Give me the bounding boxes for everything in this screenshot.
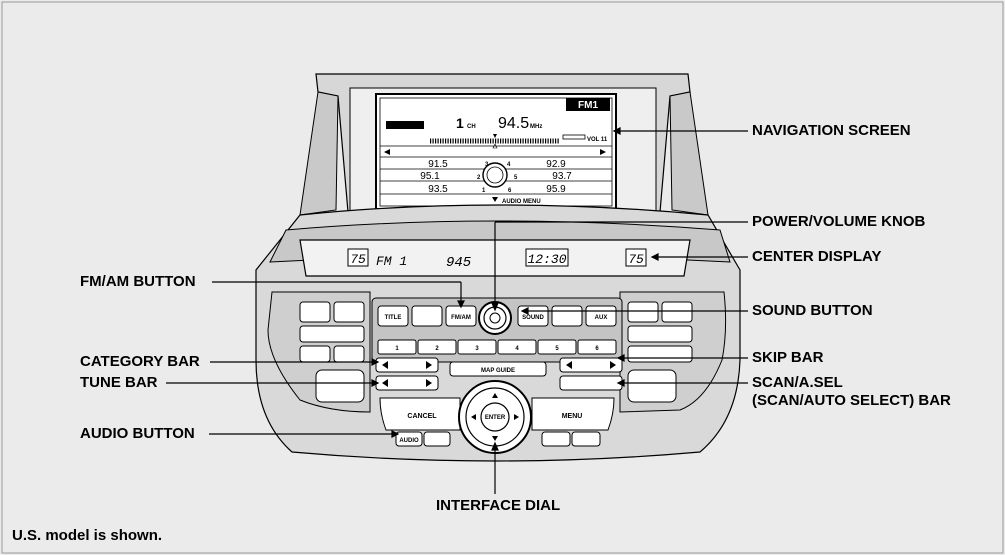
disc-button[interactable] bbox=[411, 305, 443, 327]
sound-button-label: SOUND bbox=[522, 315, 544, 321]
scan-asel-bar[interactable] bbox=[559, 375, 623, 391]
preset-button-4[interactable] bbox=[497, 339, 537, 355]
right-climate-button-3[interactable] bbox=[627, 325, 693, 343]
callout-category-bar: CATEGORY BAR bbox=[80, 353, 200, 370]
aux-button-label: AUX bbox=[595, 315, 608, 321]
navigation-screen[interactable]: FM1 1 CH 94.5 MHz VOL 11 bbox=[375, 93, 617, 211]
interface-dial[interactable]: ENTER bbox=[458, 380, 532, 454]
right-climate-button-2[interactable] bbox=[661, 301, 693, 323]
right-temp-rocker[interactable] bbox=[627, 369, 677, 403]
center-right-temp: 75 bbox=[628, 252, 644, 267]
screen-selector-icon bbox=[482, 162, 508, 188]
audio-panel: TITLE FM/AM SOUND AUX 1 2 3 4 5 bbox=[371, 297, 623, 363]
preset-row: 1 2 3 4 5 6 bbox=[377, 339, 617, 355]
left-climate-button-3[interactable] bbox=[299, 325, 365, 343]
nav-freq-unit: MHz bbox=[530, 124, 542, 130]
callout-sound-button: SOUND BUTTON bbox=[752, 302, 873, 319]
callout-navigation-screen: NAVIGATION SCREEN bbox=[752, 122, 911, 139]
fm-am-button-label: FM/AM bbox=[451, 315, 471, 321]
setup-button[interactable] bbox=[571, 431, 601, 447]
nav-band-label: FM1 bbox=[578, 100, 598, 111]
title-button[interactable] bbox=[377, 305, 409, 327]
left-climate-button-4[interactable] bbox=[299, 345, 331, 363]
nav-channel: 1 bbox=[456, 115, 464, 131]
audio-button[interactable] bbox=[395, 431, 423, 447]
left-climate-button-1[interactable] bbox=[299, 301, 331, 323]
preset-button-6[interactable] bbox=[577, 339, 617, 355]
nav-volume: VOL 11 bbox=[587, 137, 608, 143]
preset-num-5: 5 bbox=[514, 175, 518, 181]
left-bar-cluster bbox=[375, 357, 439, 391]
xm-button[interactable] bbox=[551, 305, 583, 327]
preset-num-3: 3 bbox=[485, 162, 489, 168]
right-climate-cluster bbox=[619, 291, 727, 413]
preset-button-1[interactable] bbox=[377, 339, 417, 355]
preset-left-2[interactable]: 95.1 bbox=[420, 171, 440, 182]
preset-right-3[interactable]: 95.9 bbox=[546, 184, 566, 195]
left-climate-cluster bbox=[267, 291, 371, 413]
source-indicator bbox=[386, 121, 424, 129]
nav-channel-unit: CH bbox=[467, 124, 476, 130]
callout-fm-am-button: FM/AM BUTTON bbox=[80, 273, 196, 290]
preset-num-2: 2 bbox=[477, 175, 481, 181]
cancel-button-label[interactable]: CANCEL bbox=[407, 413, 437, 420]
preset-label-4: 4 bbox=[515, 346, 519, 352]
callout-tune-bar: TUNE BAR bbox=[80, 374, 158, 391]
preset-left-3[interactable]: 93.5 bbox=[428, 184, 448, 195]
tuning-scale bbox=[430, 134, 560, 144]
category-bar[interactable] bbox=[375, 357, 439, 373]
callout-interface-dial: INTERFACE DIAL bbox=[436, 497, 561, 514]
right-climate-button-4[interactable] bbox=[627, 345, 693, 363]
enter-label: ENTER bbox=[485, 415, 506, 421]
map-guide-label: MAP GUIDE bbox=[481, 368, 515, 374]
preset-num-4: 4 bbox=[507, 162, 511, 168]
preset-right-1[interactable]: 92.9 bbox=[546, 159, 566, 170]
lower-button-bank: CANCEL MENU AUDIO bbox=[379, 397, 615, 447]
audio-button-label: AUDIO bbox=[399, 438, 419, 444]
left-climate-button-2[interactable] bbox=[333, 301, 365, 323]
callout-scan-asel: SCAN/A.SEL (SCAN/AUTO SELECT) BAR bbox=[752, 374, 951, 410]
callout-scan-asel-line2: (SCAN/AUTO SELECT) BAR bbox=[752, 392, 951, 409]
preset-num-1: 1 bbox=[482, 188, 486, 194]
preset-button-2[interactable] bbox=[417, 339, 457, 355]
skip-bar[interactable] bbox=[559, 357, 623, 373]
menu-button-label[interactable]: MENU bbox=[562, 413, 583, 420]
band-badge bbox=[566, 98, 610, 111]
nav-audio-menu: AUDIO MENU bbox=[502, 199, 541, 205]
preset-right-2[interactable]: 93.7 bbox=[552, 171, 572, 182]
center-frequency: 945 bbox=[446, 255, 472, 271]
info-button[interactable] bbox=[541, 431, 571, 447]
callout-audio-button: AUDIO BUTTON bbox=[80, 425, 195, 442]
center-left-temp: 75 bbox=[350, 252, 366, 267]
preset-button-3[interactable] bbox=[457, 339, 497, 355]
center-clock: 12:30 bbox=[527, 252, 566, 267]
preset-label-3: 3 bbox=[475, 346, 479, 352]
power-volume-knob[interactable] bbox=[478, 301, 512, 335]
callout-scan-asel-line1: SCAN/A.SEL bbox=[752, 374, 843, 391]
preset-label-6: 6 bbox=[595, 346, 599, 352]
left-temp-rocker[interactable] bbox=[315, 369, 365, 403]
center-band: FM 1 bbox=[376, 254, 407, 269]
footnote: U.S. model is shown. bbox=[12, 527, 163, 544]
right-bar-cluster bbox=[559, 357, 623, 391]
preset-button-5[interactable] bbox=[537, 339, 577, 355]
preset-label-1: 1 bbox=[395, 346, 399, 352]
title-button-label: TITLE bbox=[385, 315, 402, 321]
display-button[interactable] bbox=[423, 431, 451, 447]
volume-bar bbox=[562, 134, 586, 140]
left-climate-button-5[interactable] bbox=[333, 345, 365, 363]
callout-power-volume-knob: POWER/VOLUME KNOB bbox=[752, 213, 926, 230]
leader-lines bbox=[166, 127, 748, 494]
callout-skip-bar: SKIP BAR bbox=[752, 349, 824, 366]
nav-frequency: 94.5 bbox=[498, 115, 529, 132]
map-guide-plate: MAP GUIDE bbox=[449, 361, 547, 377]
preset-label-5: 5 bbox=[555, 346, 559, 352]
callout-center-display: CENTER DISPLAY bbox=[752, 248, 882, 265]
right-climate-button-1[interactable] bbox=[627, 301, 659, 323]
preset-num-6: 6 bbox=[508, 188, 512, 194]
preset-left-1[interactable]: 91.5 bbox=[428, 159, 448, 170]
preset-label-2: 2 bbox=[435, 346, 439, 352]
